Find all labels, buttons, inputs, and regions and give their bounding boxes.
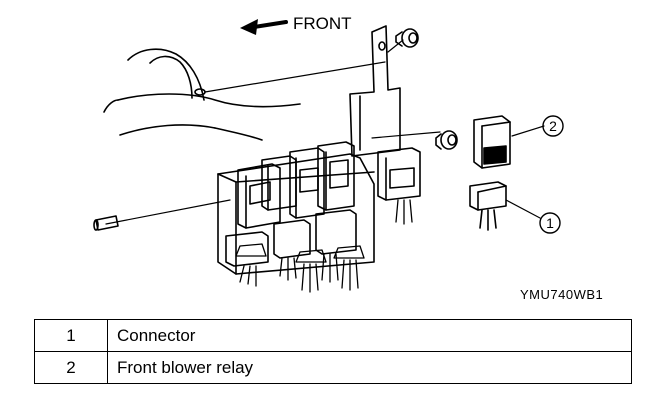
- bolt-icon: [395, 28, 419, 48]
- front-direction-label: FRONT: [293, 14, 352, 33]
- vehicle-body-panel: [103, 48, 301, 141]
- leader-lines: [505, 125, 545, 219]
- connector: [469, 181, 507, 231]
- callout-1-circle: [539, 212, 561, 234]
- legend-text: Connector: [107, 319, 632, 352]
- legend-row: 1 Connector: [34, 319, 632, 352]
- legend-text: Front blower relay: [107, 351, 632, 384]
- bolt-icon: [435, 130, 458, 150]
- stud-pin: [93, 215, 119, 231]
- front-arrow-icon: [240, 19, 288, 35]
- callout-2-number: 2: [549, 118, 557, 134]
- figure-code: YMU740WB1: [520, 287, 604, 302]
- legend-number: 1: [34, 319, 108, 352]
- callout-2-circle: [542, 115, 564, 137]
- legend-number: 2: [34, 351, 108, 384]
- wire-harness: [235, 199, 413, 293]
- relay-location-diagram: FRONT 2 1: [93, 14, 564, 293]
- front-blower-relay: [473, 115, 511, 169]
- assembly-lines: [105, 39, 441, 225]
- legend-table: 1 Connector 2 Front blower relay: [34, 319, 632, 384]
- legend-row: 2 Front blower relay: [34, 351, 632, 384]
- callout-1-number: 1: [546, 215, 554, 231]
- relay-block: [217, 141, 421, 275]
